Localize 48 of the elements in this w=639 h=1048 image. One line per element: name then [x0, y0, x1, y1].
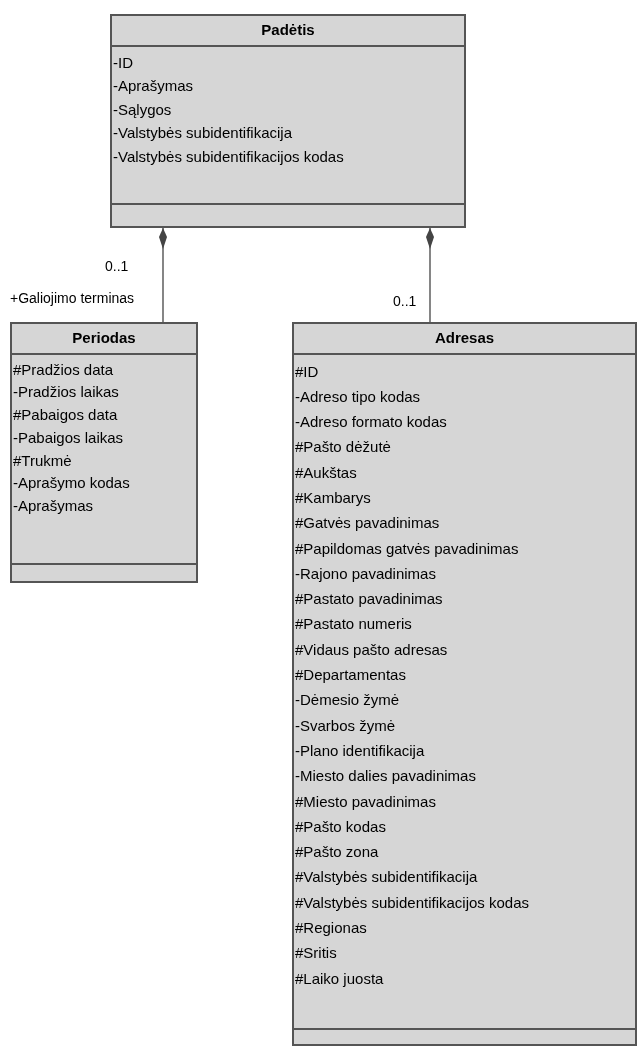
attribute-text: -Aprašymas: [113, 76, 195, 97]
attribute-text: #ID: [295, 361, 320, 382]
attribute-text: -Miesto dalies pavadinimas: [295, 766, 477, 787]
attribute-text: -Aprašymas: [13, 496, 95, 517]
class-box: [292, 322, 637, 1046]
attribute-text: -Pabaigos laikas: [13, 427, 125, 448]
attribute-text: #Kambarys: [295, 488, 372, 508]
composition-line: [426, 227, 434, 323]
composition-line: [159, 227, 167, 323]
attribute-text: #Papildomas gatvės pavadinimas: [295, 538, 520, 559]
attribute-text: -Aprašymo kodas: [13, 473, 131, 494]
attribute-text: -Plano identifikacija: [295, 740, 426, 761]
attribute-text: #Valstybės subidentifikacijos kodas: [295, 892, 531, 913]
class-name: Padėtis: [261, 20, 315, 40]
attribute-text: #Regionas: [295, 918, 368, 939]
attribute-text: #Trukmė: [13, 450, 73, 471]
attribute-text: #Miesto pavadinimas: [295, 791, 437, 812]
attribute-text: -Dėmesio žymė: [295, 690, 401, 711]
attribute-text: -Rajono pavadinimas: [295, 563, 437, 584]
class-box: [110, 14, 466, 228]
attribute-text: #Pastato pavadinimas: [295, 589, 444, 610]
multiplicity-label: +Galiojimo terminas: [10, 290, 135, 306]
class-box: [10, 322, 198, 583]
attribute-text: -Pradžios laikas: [13, 382, 120, 403]
class-name: Adresas: [434, 328, 495, 348]
multiplicity-label: 0..1: [105, 258, 129, 274]
attribute-text: #Pašto dėžutė: [295, 437, 392, 458]
attribute-text: -Svarbos žymė: [295, 715, 397, 736]
attribute-text: #Pradžios data: [13, 359, 115, 380]
attribute-text: -Valstybės subidentifikacijos kodas: [113, 146, 345, 167]
attribute-text: #Pabaigos data: [13, 405, 119, 426]
attribute-text: #Pašto kodas: [295, 816, 387, 837]
attribute-text: -Sąlygos: [113, 99, 173, 120]
attribute-text: #Gatvės pavadinimas: [295, 513, 441, 534]
attribute-text: -Adreso tipo kodas: [295, 386, 422, 407]
multiplicity-label: 0..1: [393, 293, 417, 309]
attribute-text: -Valstybės subidentifikacija: [113, 123, 293, 144]
attribute-text: #Departamentas: [295, 665, 407, 686]
attribute-text: #Laiko juosta: [295, 968, 385, 989]
attribute-text: -ID: [113, 52, 134, 73]
class-name: Periodas: [72, 328, 136, 348]
attribute-text: -Adreso formato kodas: [295, 412, 448, 433]
attribute-text: #Vidaus pašto adresas: [295, 639, 449, 660]
attribute-text: #Aukštas: [295, 462, 358, 483]
attribute-text: #Pašto zona: [295, 842, 380, 863]
attribute-text: #Valstybės subidentifikacija: [295, 867, 479, 888]
attribute-text: #Sritis: [295, 943, 338, 964]
attribute-text: #Pastato numeris: [295, 614, 413, 635]
